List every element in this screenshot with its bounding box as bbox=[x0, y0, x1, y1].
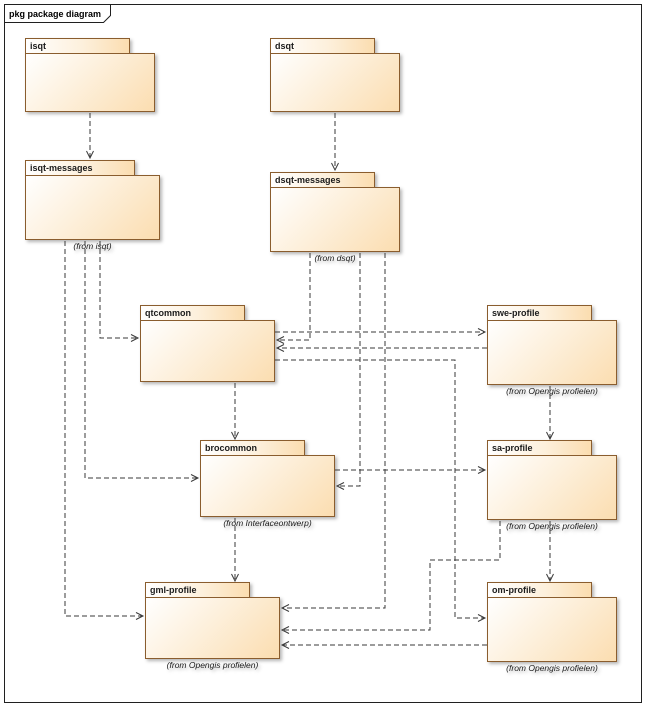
package-body: (from Opengis profielen) bbox=[145, 597, 280, 670]
package-tab: swe-profile bbox=[487, 305, 592, 321]
package-tab: om-profile bbox=[487, 582, 592, 598]
package-brocommon[interactable]: brocommon (from Interfaceontwerp) bbox=[200, 440, 335, 528]
package-from-label: (from Opengis profielen) bbox=[506, 386, 598, 396]
package-body: (from Opengis profielen) bbox=[487, 455, 617, 531]
package-body: (from Opengis profielen) bbox=[487, 320, 617, 396]
package-from-label: (from Interfaceontwerp) bbox=[223, 518, 312, 528]
package-from-label: (from Opengis profielen) bbox=[506, 663, 598, 673]
package-tab: dsqt-messages bbox=[270, 172, 375, 188]
package-swe-profile[interactable]: swe-profile (from Opengis profielen) bbox=[487, 305, 617, 396]
package-from-label: (from isqt) bbox=[73, 241, 112, 251]
package-body: (from Opengis profielen) bbox=[487, 597, 617, 673]
package-dsqt[interactable]: dsqt bbox=[270, 38, 400, 112]
package-tab: brocommon bbox=[200, 440, 305, 456]
frame-title-tab bbox=[4, 4, 111, 23]
package-label: sa-profile bbox=[492, 442, 533, 453]
package-label: dsqt-messages bbox=[275, 174, 341, 185]
package-from-label: (from Opengis profielen) bbox=[506, 521, 598, 531]
package-label: qtcommon bbox=[145, 307, 191, 318]
package-body: (from isqt) bbox=[25, 175, 160, 251]
diagram-title: pkg package diagram bbox=[9, 9, 101, 19]
package-body: (from Interfaceontwerp) bbox=[200, 455, 335, 528]
package-label: swe-profile bbox=[492, 307, 540, 318]
package-tab: qtcommon bbox=[140, 305, 245, 321]
package-tab: isqt-messages bbox=[25, 160, 135, 176]
package-from-label: (from Opengis profielen) bbox=[166, 660, 259, 670]
package-tab: sa-profile bbox=[487, 440, 592, 456]
package-body: (from dsqt) bbox=[270, 187, 400, 263]
package-from-label: (from dsqt) bbox=[314, 253, 356, 263]
package-tab: gml-profile bbox=[145, 582, 250, 598]
package-label: isqt bbox=[30, 40, 47, 51]
package-gml-profile[interactable]: gml-profile (from Opengis profielen) bbox=[145, 582, 280, 670]
package-tab: dsqt bbox=[270, 38, 375, 54]
package-qtcommon[interactable]: qtcommon bbox=[140, 305, 275, 382]
package-label: brocommon bbox=[205, 442, 258, 453]
package-isqt-messages[interactable]: isqt-messages (from isqt) bbox=[25, 160, 160, 251]
package-om-profile[interactable]: om-profile (from Opengis profielen) bbox=[487, 582, 617, 673]
package-sa-profile[interactable]: sa-profile (from Opengis profielen) bbox=[487, 440, 617, 531]
package-body bbox=[270, 53, 400, 112]
package-label: dsqt bbox=[275, 40, 294, 51]
package-label: om-profile bbox=[492, 584, 536, 595]
package-label: gml-profile bbox=[150, 584, 197, 595]
package-tab: isqt bbox=[25, 38, 130, 54]
package-body bbox=[140, 320, 275, 382]
package-body bbox=[25, 53, 155, 112]
frame-border bbox=[4, 4, 642, 703]
package-label: isqt-messages bbox=[30, 162, 93, 173]
package-isqt[interactable]: isqt bbox=[25, 38, 155, 112]
package-dsqt-messages[interactable]: dsqt-messages (from dsqt) bbox=[270, 172, 400, 263]
